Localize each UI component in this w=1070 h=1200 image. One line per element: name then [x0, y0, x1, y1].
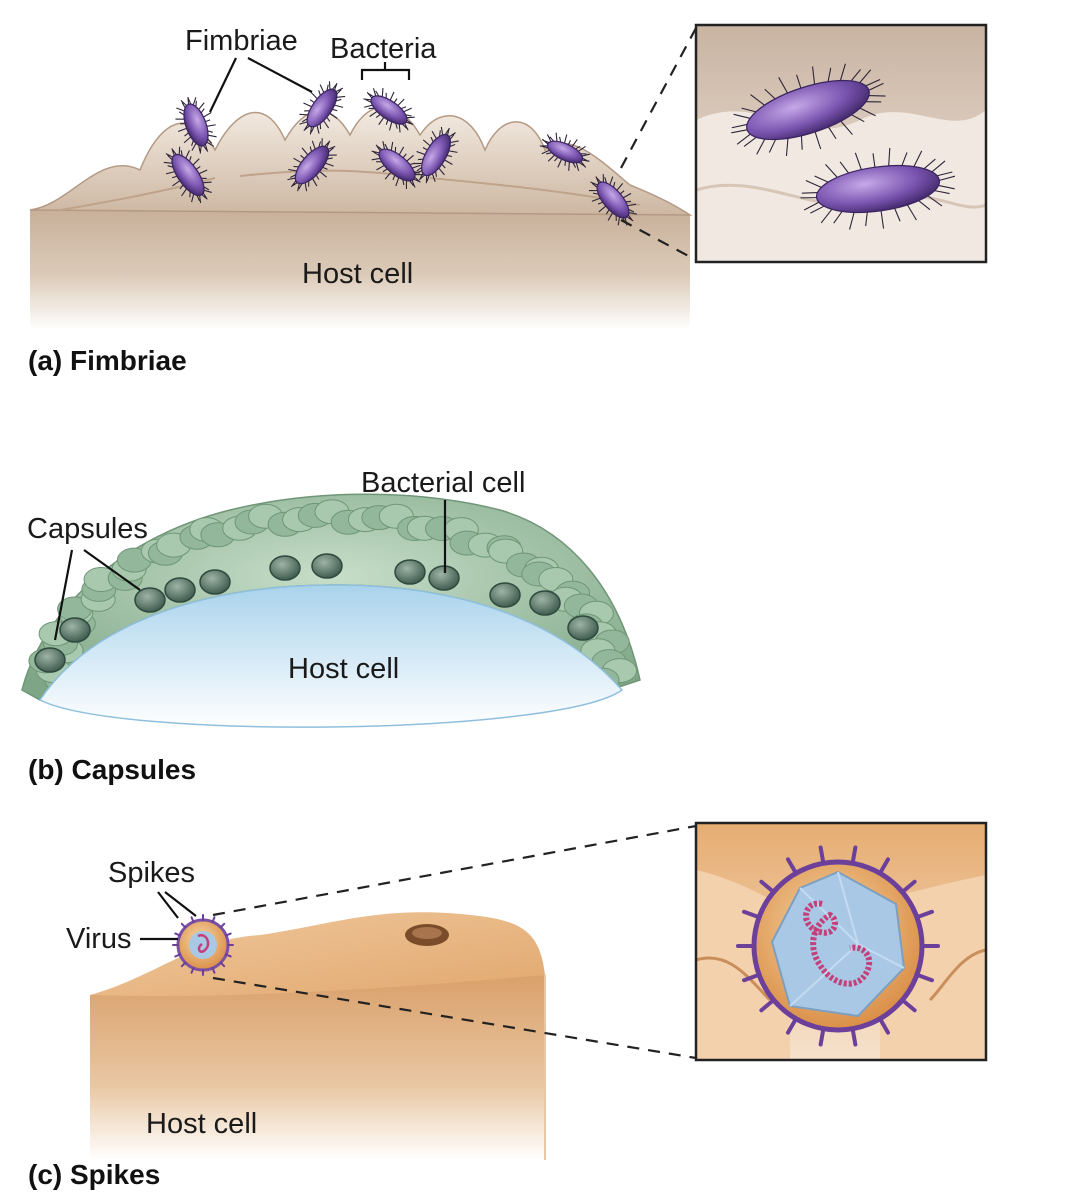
- fimbriated-bacterium-icon: [363, 88, 415, 133]
- inset-bacteria: [731, 63, 956, 230]
- encapsulated-bacterium-icon: [59, 617, 91, 643]
- encapsulated-bacterium-icon: [269, 555, 301, 581]
- host-cell-surface-a: [29, 106, 693, 330]
- inset-a: [694, 23, 988, 264]
- bracket-bacteria: [360, 62, 411, 80]
- fimbriated-bacterium-icon: [588, 174, 637, 226]
- label-host-cell-a: Host cell: [302, 258, 413, 290]
- fimbriated-bacterium-icon: [800, 147, 956, 230]
- fimbriated-bacterium-icon: [175, 97, 217, 154]
- leader-capsules: [53, 549, 141, 641]
- encapsulated-bacterium-icon: [164, 577, 196, 603]
- fimbriated-bacterium-icon: [287, 138, 337, 192]
- bacterial-cells: [34, 553, 599, 673]
- encapsulated-bacterium-icon: [567, 615, 599, 641]
- label-host-cell-b: Host cell: [288, 653, 399, 685]
- fimbriated-bacterium-icon: [539, 132, 590, 172]
- label-spikes: Spikes: [108, 857, 195, 889]
- caption-b: (b) Capsules: [28, 754, 196, 785]
- virus-small: [172, 914, 234, 976]
- inset-c: [694, 821, 988, 1062]
- nucleic-acid-icon: [803, 900, 873, 987]
- encapsulated-bacterium-icon: [394, 559, 426, 585]
- panel-c-spikes: Spikes Virus Host cell (c) Spikes: [28, 821, 988, 1190]
- label-virus: Virus: [66, 923, 132, 955]
- fimbriated-bacterium-icon: [371, 141, 423, 190]
- label-bacteria: Bacteria: [330, 33, 437, 65]
- zoom-line-c-bottom: [212, 976, 697, 1060]
- leader-spikes: [157, 891, 197, 919]
- encapsulated-bacterium-icon: [489, 582, 521, 608]
- label-fimbriae: Fimbriae: [185, 25, 298, 57]
- fimbriated-bacterium-icon: [413, 126, 459, 184]
- label-bacterial-cell: Bacterial cell: [361, 467, 525, 499]
- caption-c: (c) Spikes: [28, 1159, 160, 1190]
- zoom-line-c-top: [212, 824, 697, 917]
- encapsulated-bacterium-icon: [134, 587, 166, 613]
- zoom-line-a-bottom: [620, 219, 697, 261]
- bacteria-group: [163, 81, 637, 226]
- leader-fimbriae: [209, 57, 313, 113]
- host-cell-b: [38, 584, 624, 728]
- encapsulated-bacterium-icon: [529, 590, 561, 616]
- label-host-cell-c: Host cell: [146, 1108, 257, 1140]
- fimbriated-bacterium-icon: [163, 146, 212, 204]
- fimbriated-bacterium-icon: [731, 63, 886, 157]
- panel-b-capsules: Bacterial cell Capsules Host cell (b) Ca…: [21, 467, 641, 785]
- capsule-texture: [28, 499, 637, 693]
- inset-frame-c: [694, 821, 988, 1062]
- fimbriated-bacterium-icon: [299, 81, 346, 135]
- capsid-icon: [770, 870, 906, 1018]
- inset-frame-a: [694, 23, 988, 264]
- panel-a-fimbriae: Fimbriae Bacteria Host cell (a) Fimbriae: [28, 23, 988, 376]
- capsule-layer: [21, 493, 641, 701]
- virus-detail: [736, 845, 940, 1047]
- caption-a: (a) Fimbriae: [28, 345, 187, 376]
- label-capsules: Capsules: [27, 513, 148, 545]
- encapsulated-bacterium-icon: [311, 553, 343, 579]
- encapsulated-bacterium-icon: [199, 569, 231, 595]
- zoom-line-a-top: [620, 27, 697, 169]
- encapsulated-bacterium-icon: [34, 647, 66, 673]
